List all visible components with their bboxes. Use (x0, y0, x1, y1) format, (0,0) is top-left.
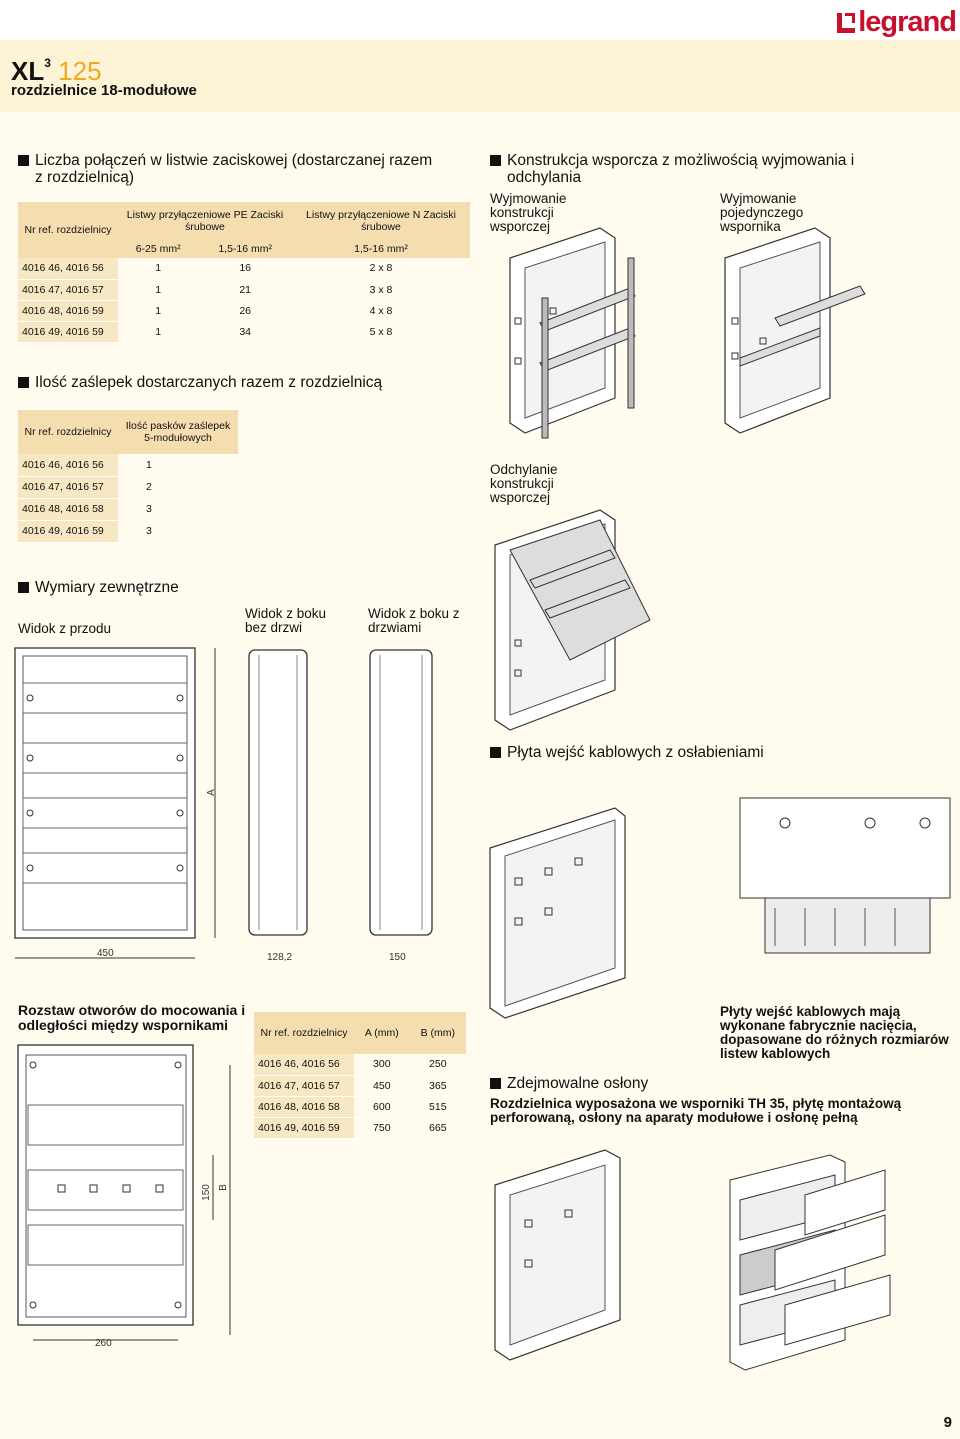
enclosure-frame-removal-illustration (509, 227, 636, 439)
bullet-square-icon (18, 582, 29, 593)
cable-note: Płyty wejść kablowych mają wykonane fabr… (720, 1004, 949, 1061)
dim-depth-1: 128,2 (267, 952, 293, 963)
legrand-logo: legrand (837, 6, 957, 39)
label-tilt: Odchylanie konstrukcji wsporczej (490, 462, 558, 505)
dim-150: 150 (200, 1184, 212, 1201)
blanks-table: Nr ref. rozdzielnicy Ilość pasków zaślep… (18, 410, 238, 543)
cable-plate-illustration (489, 797, 951, 1019)
legrand-logo-icon (837, 12, 856, 33)
dim-a: A (205, 789, 217, 796)
page-number: 9 (943, 1414, 952, 1431)
col-n: Listwy przyłączeniowe N Zaciski śrubowe (292, 202, 470, 240)
cable-plate-heading: Płyta wejść kablowych z osłabieniami (490, 744, 764, 761)
header-band (0, 40, 960, 112)
terminals-heading: Liczba połączeń w listwie zaciskowej (do… (18, 152, 438, 186)
col-ref: Nr ref. rozdzielnicy (254, 1012, 354, 1054)
structure-heading: Konstrukcja wsporcza z możliwością wyjmo… (490, 152, 910, 186)
dim-depth-2: 150 (389, 952, 406, 963)
col-ref: Nr ref. rozdzielnicy (18, 202, 118, 258)
holes-table: Nr ref. rozdzielnicy A (mm) B (mm) 4016 … (254, 1012, 466, 1139)
col-b: B (mm) (409, 1012, 466, 1054)
terminals-table: Nr ref. rozdzielnicy Listwy przyłączenio… (18, 202, 470, 343)
bullet-square-icon (18, 155, 29, 166)
page-title: XL3 125 (11, 56, 102, 86)
enclosure-tilt-illustration (494, 509, 651, 731)
col-a: A (mm) (354, 1012, 410, 1054)
dim-width: 450 (97, 948, 114, 959)
dim-b: B (217, 1184, 229, 1191)
side-view-no-door-drawing (248, 649, 308, 936)
front-view-drawing (14, 647, 216, 959)
label-remove-frame: Wyjmowanie konstrukcji wsporczej (490, 191, 567, 234)
removable-covers-illustration (494, 1149, 891, 1371)
label-side-no-door: Widok z boku bez drzwi (245, 606, 327, 635)
label-remove-rail: Wyjmowanie pojedynczego wspornika (720, 191, 804, 234)
covers-heading: Zdejmowalne osłony (490, 1075, 648, 1092)
bullet-square-icon (490, 747, 501, 758)
label-side-door: Widok z boku z drzwiami (368, 606, 460, 635)
bullet-square-icon (18, 377, 29, 388)
enclosure-rail-removal-illustration (724, 227, 866, 434)
col-pe: Listwy przyłączeniowe PE Zaciski śrubowe (118, 202, 292, 240)
holes-heading: Rozstaw otworów do mocowania i odległośc… (18, 1002, 246, 1033)
covers-description: Rozdzielnica wyposażona we wsporniki TH … (490, 1096, 902, 1125)
bullet-square-icon (490, 155, 501, 166)
dim-260: 260 (95, 1338, 112, 1349)
side-view-with-door-drawing (369, 649, 433, 936)
blanks-heading: Ilość zaślepek dostarczanych razem z roz… (18, 374, 382, 391)
label-front-view: Widok z przodu (18, 621, 112, 636)
bullet-square-icon (490, 1078, 501, 1089)
col-count: Ilość pasków zaślepek 5-modułowych (118, 410, 238, 454)
dimensions-heading: Wymiary zewnętrzne (18, 579, 179, 596)
page-subtitle: rozdzielnice 18-modułowe (11, 82, 197, 99)
brand-name: legrand (858, 6, 957, 38)
mounting-holes-drawing (17, 1044, 231, 1341)
col-ref: Nr ref. rozdzielnicy (18, 410, 118, 454)
